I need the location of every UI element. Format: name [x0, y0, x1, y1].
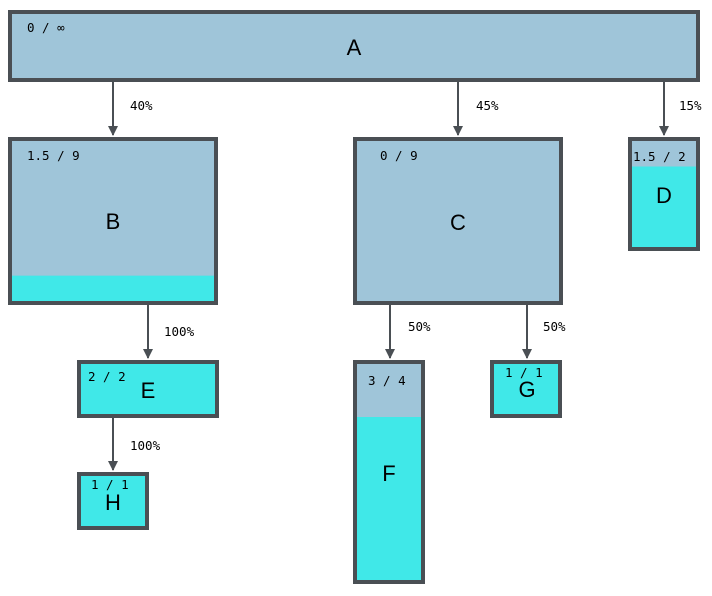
- node-f-label: F: [382, 461, 395, 486]
- node-e-label: E: [141, 378, 156, 403]
- edge-a-c: 45%: [453, 82, 499, 136]
- node-c-capacity: 0 / 9: [380, 148, 418, 163]
- node-b-label: B: [106, 209, 121, 234]
- node-e-fill-level: [79, 362, 217, 416]
- edge-c-g: 50%: [522, 305, 566, 359]
- edge-b-e: 100%: [143, 305, 195, 359]
- node-c-label: C: [450, 210, 466, 235]
- node-c-border: [353, 137, 563, 305]
- node-h-fill-level: [79, 474, 147, 528]
- node-h-border: [77, 472, 149, 530]
- edge-c-f-label: 50%: [408, 319, 431, 334]
- node-d-capacity: 1.5 / 2: [633, 149, 686, 164]
- node-f-border: [353, 360, 425, 584]
- node-b[interactable]: 1.5 / 9 B: [8, 137, 218, 305]
- node-a-capacity: 0 / ∞: [27, 20, 65, 35]
- node-f[interactable]: 3 / 4 F: [353, 360, 425, 584]
- edge-e-h: 100%: [108, 418, 161, 471]
- node-d-fill-level: [630, 166, 698, 249]
- node-f-capacity: 3 / 4: [368, 373, 406, 388]
- edge-b-e-label: 100%: [164, 324, 195, 339]
- edge-e-h-label: 100%: [130, 438, 161, 453]
- edge-a-b-label: 40%: [130, 98, 153, 113]
- node-a-label: A: [347, 35, 362, 60]
- node-e-border: [77, 360, 219, 418]
- node-g[interactable]: 1 / 1 G: [490, 360, 562, 418]
- node-a-border: [8, 10, 700, 82]
- node-g-label: G: [518, 377, 535, 402]
- node-e[interactable]: 2 / 2 E: [77, 360, 219, 418]
- node-h-capacity: 1 / 1: [91, 477, 129, 492]
- node-c-background: [355, 139, 561, 303]
- edge-c-f: 50%: [385, 305, 431, 359]
- node-h-label: H: [105, 490, 121, 515]
- node-b-capacity: 1.5 / 9: [27, 148, 80, 163]
- edge-a-d: 15%: [659, 82, 702, 136]
- node-b-fill-level: [10, 275, 216, 303]
- node-d[interactable]: 1.5 / 2 D: [628, 137, 700, 251]
- node-h[interactable]: 1 / 1 H: [77, 472, 149, 530]
- node-g-capacity: 1 / 1: [505, 365, 543, 380]
- edge-a-d-label: 15%: [679, 98, 702, 113]
- node-g-fill-level: [492, 362, 560, 416]
- node-b-border: [8, 137, 218, 305]
- node-a[interactable]: 0 / ∞ A: [8, 10, 700, 82]
- node-d-label: D: [656, 183, 672, 208]
- node-a-background: [10, 12, 698, 80]
- edge-a-c-label: 45%: [476, 98, 499, 113]
- node-d-border: [628, 137, 700, 251]
- node-c[interactable]: 0 / 9 C: [353, 137, 563, 305]
- edge-a-b: 40%: [108, 82, 153, 136]
- node-e-capacity: 2 / 2: [88, 369, 126, 384]
- node-f-fill-level: [355, 417, 423, 582]
- edge-c-g-label: 50%: [543, 319, 566, 334]
- node-g-border: [490, 360, 562, 418]
